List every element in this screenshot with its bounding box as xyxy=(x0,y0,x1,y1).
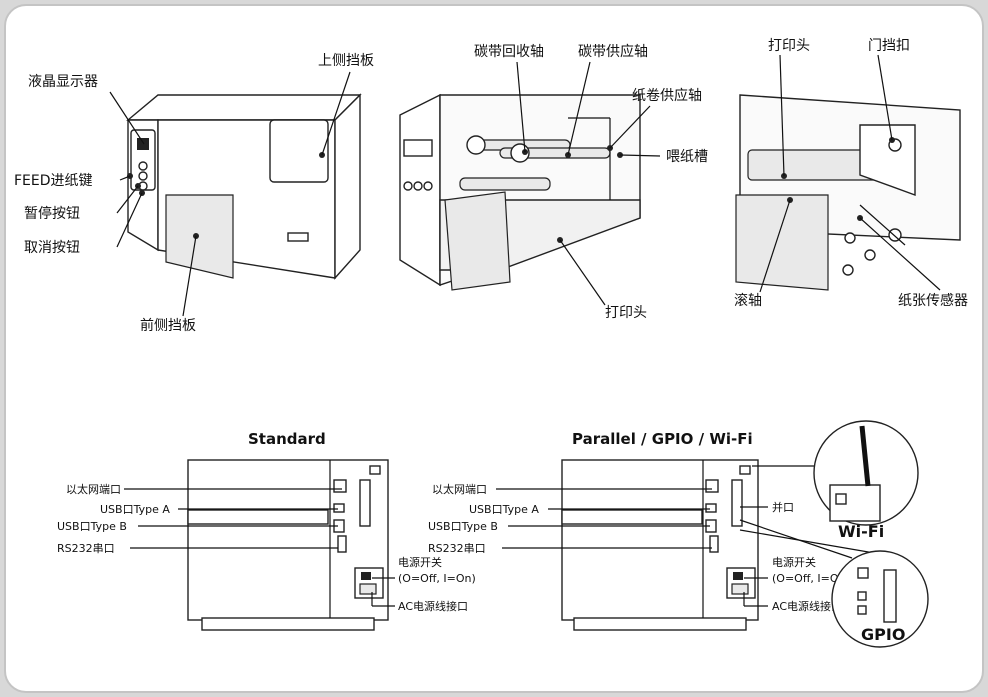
pause-button-label: 暂停按钮 xyxy=(24,205,80,222)
detail-mechanism-drawing xyxy=(735,54,961,293)
ribbon-supply-spindle-label: 碳带供应轴 xyxy=(578,43,648,60)
paper-roll-supply-spindle-label: 纸卷供应轴 xyxy=(632,87,702,104)
std-usb-b-label: USB口Type B xyxy=(57,520,127,533)
lcd-display-label: 液晶显示器 xyxy=(28,74,98,90)
opt-power-switch-label: 电源开关 xyxy=(772,555,816,569)
top-cover-label: 上侧挡板 xyxy=(318,53,374,69)
std-power-switch-label: 电源开关 xyxy=(398,555,442,569)
gpio-detail-callout xyxy=(831,550,929,648)
door-latch-label: 门挡扣 xyxy=(868,38,910,54)
wifi-detail-callout xyxy=(813,420,919,526)
front-printer-drawing xyxy=(109,71,362,317)
standard-rear-panel-drawing xyxy=(124,459,395,631)
opt-ac-socket-label: AC电源线接口 xyxy=(772,599,842,613)
paper-sensor-label: 纸张传感器 xyxy=(898,292,968,309)
inside-printer-drawing xyxy=(399,61,661,306)
options-title: Parallel / GPIO / Wi-Fi xyxy=(572,430,753,448)
std-ac-socket-label: AC电源线接口 xyxy=(398,599,468,613)
front-cover-label: 前侧挡板 xyxy=(140,317,196,334)
ribbon-rewind-spindle-label: 碳带回收轴 xyxy=(474,44,544,60)
std-usb-a-label: USB口Type A xyxy=(100,503,170,516)
opt-ethernet-label: 以太网端口 xyxy=(432,483,487,496)
options-rear-panel-drawing xyxy=(496,459,881,631)
inside-print-head-label: 打印头 xyxy=(605,304,647,321)
std-ethernet-label: 以太网端口 xyxy=(66,483,121,496)
wifi-label: Wi-Fi xyxy=(838,522,884,541)
opt-parallel-label: 并口 xyxy=(772,500,794,514)
feed-key-label: FEED进纸键 xyxy=(14,173,93,189)
roller-label: 滚轴 xyxy=(734,292,762,309)
std-power-switch-note: (O=Off, I=On) xyxy=(398,572,476,585)
opt-usb-a-label: USB口Type A xyxy=(469,503,539,516)
gpio-label: GPIO xyxy=(861,625,905,644)
opt-rs232-label: RS232串口 xyxy=(428,542,486,555)
opt-power-switch-note: (O=Off, I=On) xyxy=(772,572,850,585)
std-rs232-label: RS232串口 xyxy=(57,542,115,555)
standard-title: Standard xyxy=(248,430,326,448)
detail-print-head-label: 打印头 xyxy=(768,37,810,54)
paper-feed-slot-label: 喂纸槽 xyxy=(666,149,708,165)
opt-usb-b-label: USB口Type B xyxy=(428,520,498,533)
cancel-button-label: 取消按钮 xyxy=(24,240,80,256)
